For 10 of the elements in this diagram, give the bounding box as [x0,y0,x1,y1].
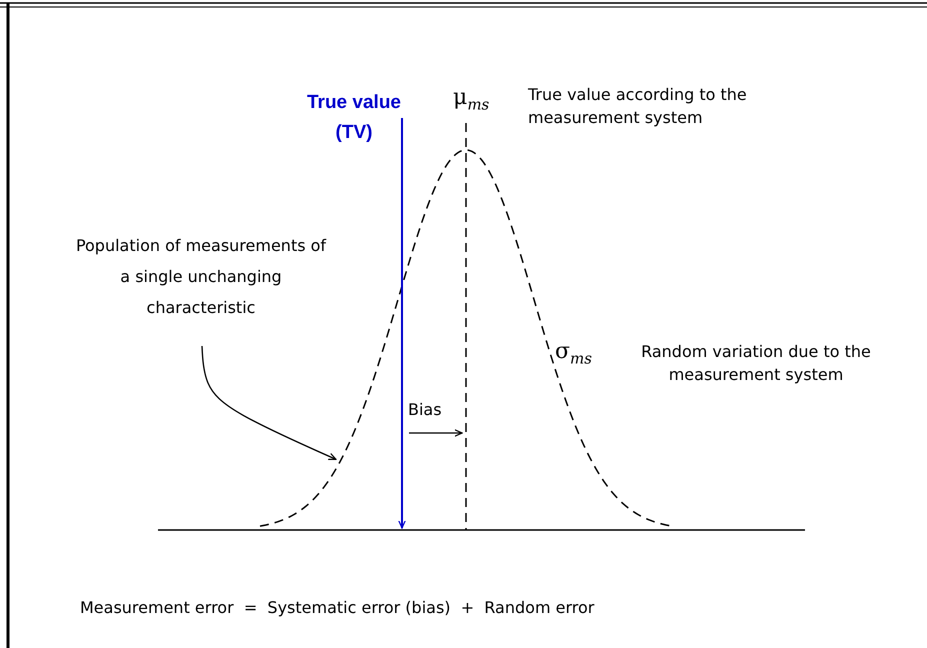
annotation-text: True value (TV) [298,88,410,148]
annotation-text: Random variation due to the measurement system [640,341,872,386]
sigma-symbol: σ$_{ms}$ [555,340,592,370]
leader-line [201,346,337,460]
annotation-text: Population of measurements of a single unchanging characteristic [72,230,330,323]
annotation-text: True value according to the measurement system [528,84,748,129]
arrow [398,118,406,529]
bias-label: Bias [408,399,443,421]
equation-text: Measurement error = Systematic error (bias) + Random error [80,597,594,619]
mean-symbol: μ$_{ms}$ [453,86,490,116]
